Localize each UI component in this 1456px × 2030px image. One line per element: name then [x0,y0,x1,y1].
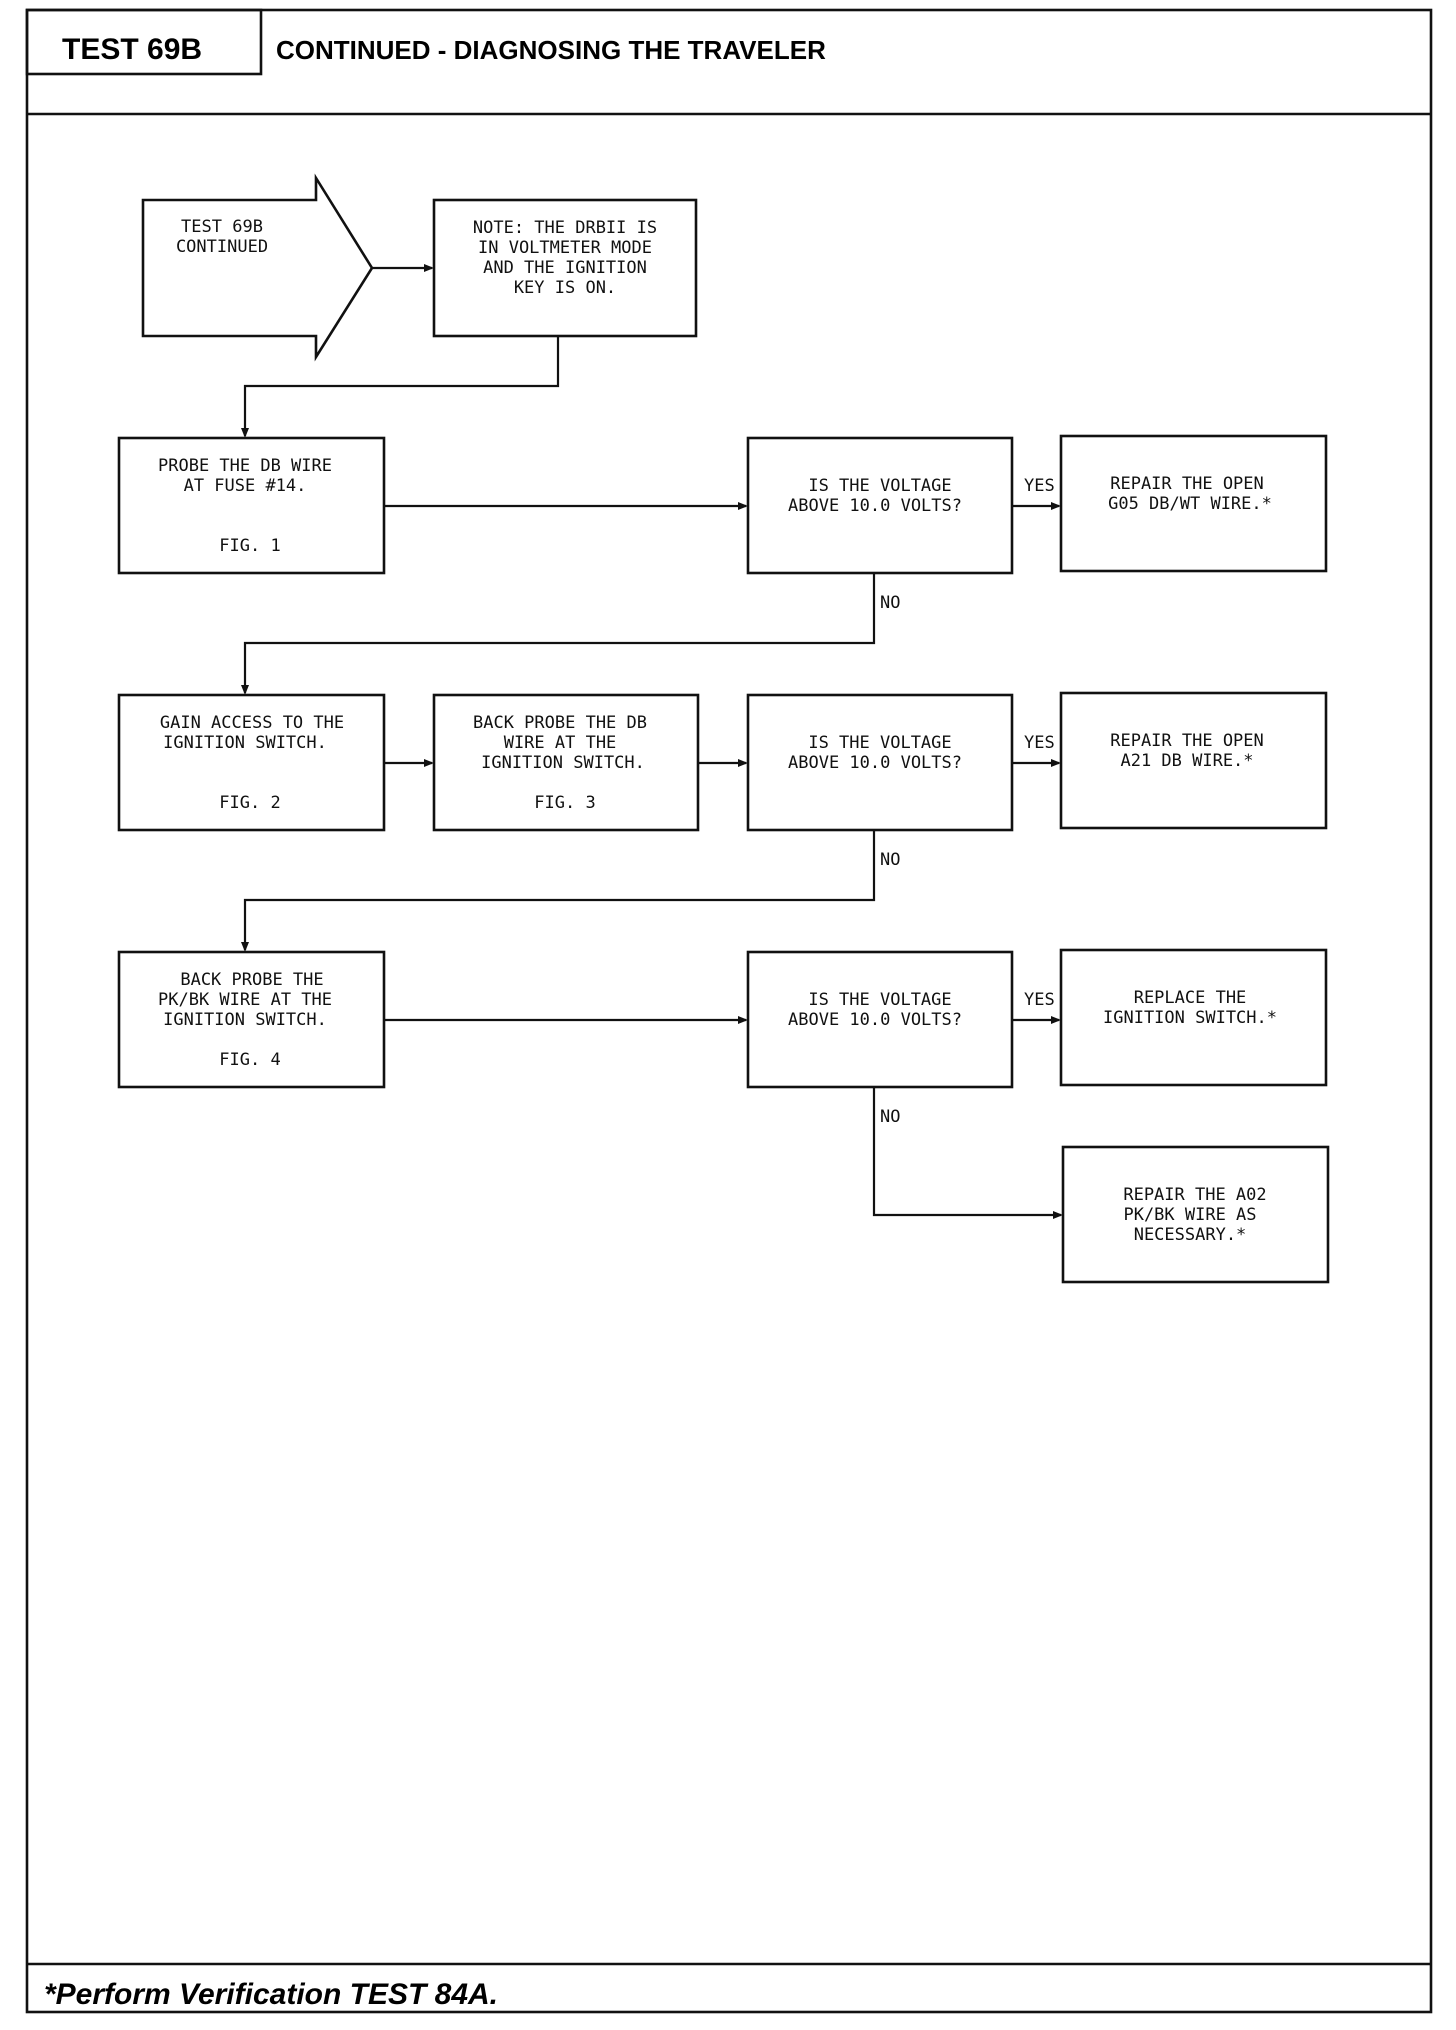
back-probe-pkbk-line-3: IGNITION SWITCH. [163,1010,327,1030]
gain-access-line-1: GAIN ACCESS TO THE [160,713,344,733]
back-probe-db-line-3: IGNITION SWITCH. [481,753,645,773]
arrowhead-repair-a21 [1051,759,1061,767]
probe-db-fuse-fig: FIG. 1 [219,536,280,556]
probe-db-fuse-line-2: AT FUSE #14. [184,476,307,496]
arrowhead-check1 [738,502,748,510]
repair-a02-box [1061,1145,1330,1284]
back-probe-db-box [432,693,700,832]
back-probe-pkbk-fig: FIG. 4 [219,1050,280,1070]
arrowhead-check2 [738,759,748,767]
arrowhead-check3 [738,1016,748,1024]
arrowhead-back-probe-pkbk [241,942,249,952]
voltage-check-3-line-2: ABOVE 10.0 VOLTS? [788,1010,962,1030]
note-line-1: NOTE: THE DRBII IS [473,218,657,238]
no-label-1: NO [880,593,900,613]
no-label-2: NO [880,850,900,870]
replace-switch-line-1: REPLACE THE [1134,988,1247,1008]
header-tag-box [25,8,263,76]
arrowhead-probe [241,428,249,438]
repair-a02-line-1: REPAIR THE A02 [1123,1185,1266,1205]
replace-switch-line-2: IGNITION SWITCH.* [1103,1008,1277,1028]
yes-label-3: YES [1024,990,1055,1010]
arrowhead-back-probe-db [424,759,434,767]
note-line-4: KEY IS ON. [514,278,616,298]
replace-switch-box [1059,948,1328,1087]
back-probe-pkbk-box [117,950,386,1089]
repair-a21-box [1059,691,1328,830]
back-probe-db-line-1: BACK PROBE THE DB [473,713,647,733]
voltage-check-1-line-1: IS THE VOLTAGE [808,476,951,496]
start-line-2: CONTINUED [176,237,268,257]
gain-access-line-2: IGNITION SWITCH. [163,733,327,753]
voltage-check-3-line-1: IS THE VOLTAGE [808,990,951,1010]
connector-check1-no [243,573,876,693]
repair-a02-line-2: PK/BK WIRE AS [1123,1205,1256,1225]
page-border [25,8,1433,2014]
no-label-3: NO [880,1107,900,1127]
gain-access-box [117,693,386,832]
note-line-3: AND THE IGNITION [483,258,647,278]
arrowheads [241,264,1063,1219]
connector-check3-no [872,1087,1061,1217]
start-arrow-shape [141,173,374,362]
probe-db-fuse-line-1: PROBE THE DB WIRE [158,456,332,476]
repair-g05-line-2: G05 DB/WT WIRE.* [1108,494,1272,514]
repair-a21-line-2: A21 DB WIRE.* [1120,751,1253,771]
back-probe-pkbk-line-2: PK/BK WIRE AT THE [158,990,332,1010]
repair-g05-box [1059,434,1328,573]
header-title: CONTINUED - DIAGNOSING THE TRAVELER [276,35,826,65]
voltage-check-2-line-1: IS THE VOLTAGE [808,733,951,753]
back-probe-pkbk-line-1: BACK PROBE THE [180,970,323,990]
voltage-check-1-box [746,436,1014,575]
arrowhead-gain-access [241,685,249,695]
arrowhead-repair-a02 [1053,1211,1063,1219]
connector-check2-no [243,830,876,950]
repair-g05-line-1: REPAIR THE OPEN [1110,474,1264,494]
header-test-label: TEST 69B [62,33,202,66]
voltage-check-2-box [746,693,1014,832]
back-probe-db-fig: FIG. 3 [534,793,595,813]
connector-note-to-probe [243,336,560,436]
note-line-2: IN VOLTMETER MODE [478,238,652,258]
arrowhead-note [424,264,434,272]
footer-note: *Perform Verification TEST 84A. [44,1978,498,2011]
voltage-check-2-line-2: ABOVE 10.0 VOLTS? [788,753,962,773]
connectors [243,266,1061,1217]
start-line-1: TEST 69B [181,217,263,237]
repair-a21-line-1: REPAIR THE OPEN [1110,731,1264,751]
yes-label-1: YES [1024,476,1055,496]
back-probe-db-line-2: WIRE AT THE [504,733,617,753]
voltage-check-3-box [746,950,1014,1089]
gain-access-fig: FIG. 2 [219,793,280,813]
repair-a02-line-3: NECESSARY.* [1134,1225,1247,1245]
arrowhead-repair-g05 [1051,502,1061,510]
yes-label-2: YES [1024,733,1055,753]
note-box [432,198,698,338]
voltage-check-1-line-2: ABOVE 10.0 VOLTS? [788,496,962,516]
arrowhead-replace-switch [1051,1016,1061,1024]
